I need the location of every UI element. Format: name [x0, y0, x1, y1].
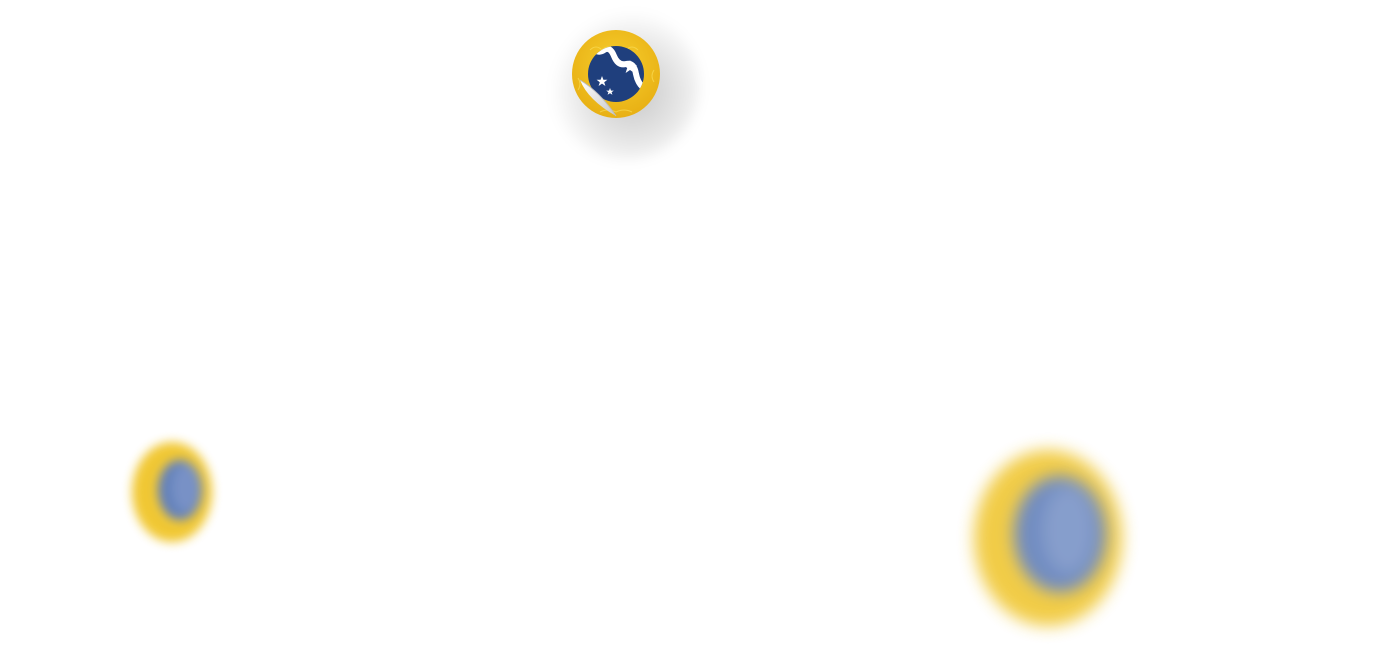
peeling-badge-sticker [540, 0, 700, 160]
peel-corner-icon [580, 80, 616, 116]
star-icon [596, 60, 637, 95]
blurred-badge-graphic-small [132, 442, 212, 542]
wave-icon [589, 46, 644, 91]
badge-graphic [572, 30, 660, 118]
blurred-badge-graphic-large [974, 450, 1122, 626]
blurred-badge-sticker-large [960, 440, 1140, 640]
blurred-badge-sticker-small [120, 430, 230, 550]
